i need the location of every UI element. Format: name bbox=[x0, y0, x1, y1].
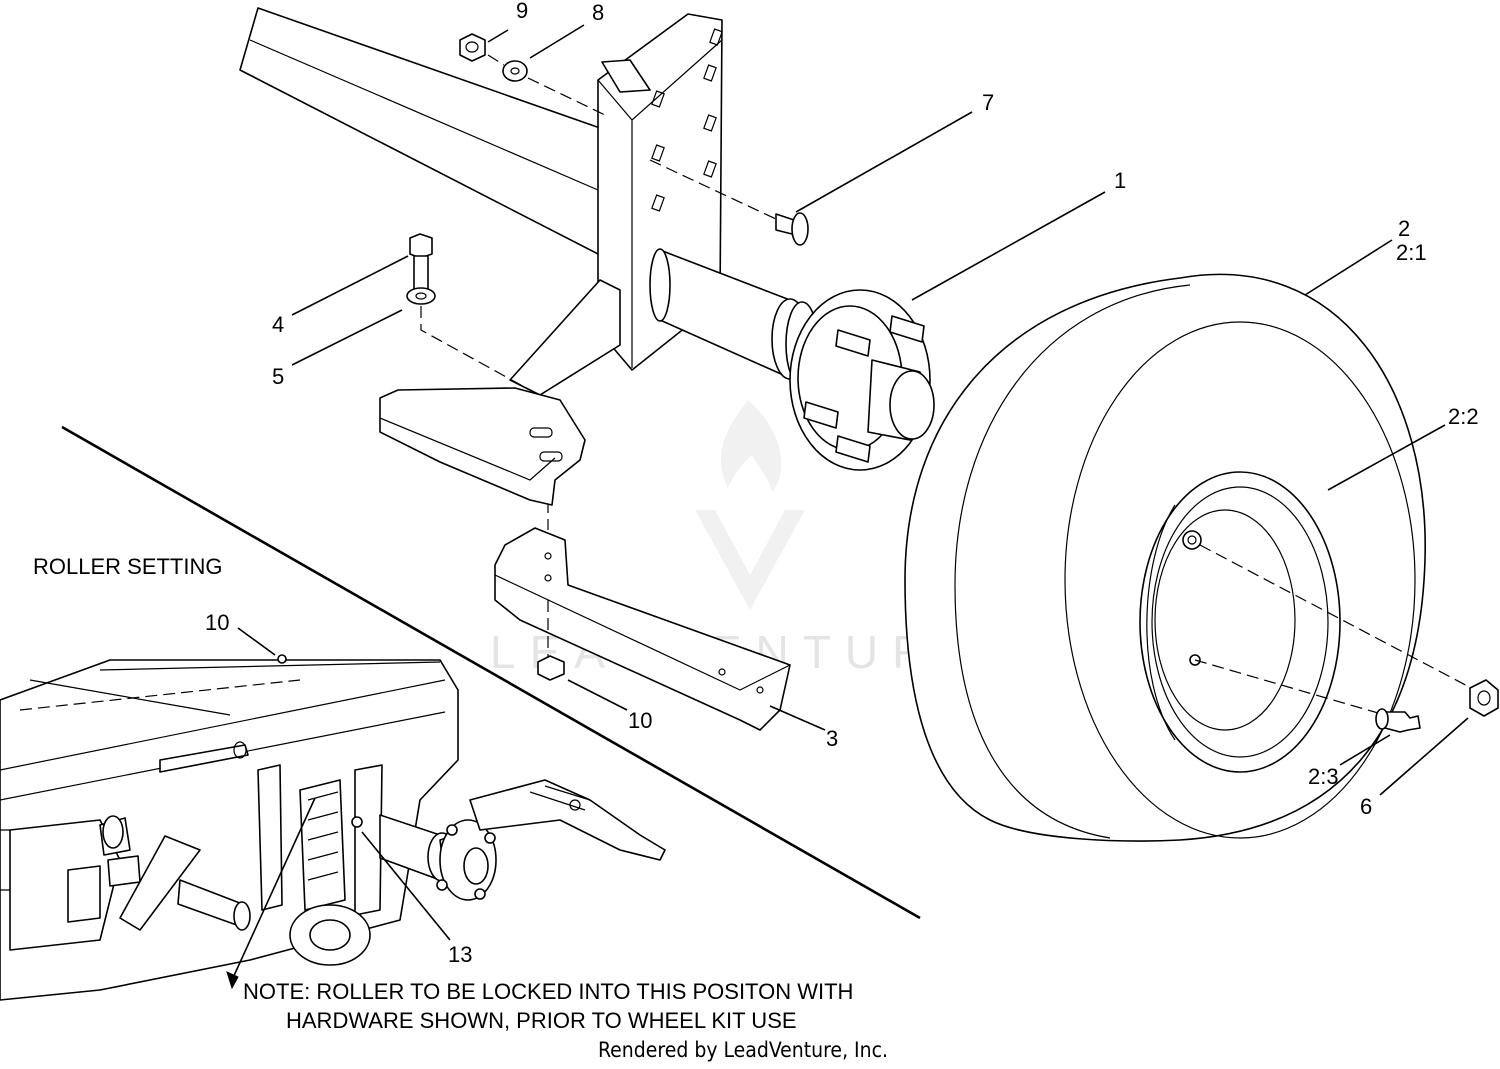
render-credit: Rendered by LeadVenture, Inc. bbox=[598, 1038, 888, 1062]
valve-stem bbox=[1375, 708, 1421, 733]
mount-bracket-upper bbox=[379, 387, 586, 506]
wheel-tire-assembly bbox=[904, 273, 1426, 842]
wheel-studs bbox=[803, 315, 925, 463]
note-line-1: NOTE: ROLLER TO BE LOCKED INTO THIS POSI… bbox=[243, 979, 853, 1004]
callout-5: 5 bbox=[272, 364, 284, 389]
watermark-logo bbox=[695, 400, 805, 610]
wheel-hub bbox=[789, 289, 935, 471]
callout-9: 9 bbox=[516, 0, 528, 23]
note-line-2: HARDWARE SHOWN, PRIOR TO WHEEL KIT USE bbox=[286, 1008, 797, 1033]
clevis-pin bbox=[649, 159, 809, 246]
roller-setting-inset bbox=[0, 654, 666, 1001]
callout-13: 13 bbox=[448, 942, 472, 967]
lug-nut-6 bbox=[1469, 679, 1499, 717]
axle-frame-tube bbox=[239, 7, 601, 256]
wheel-rim bbox=[1139, 471, 1341, 773]
inset-title: ROLLER SETTING bbox=[33, 554, 222, 579]
nut-9 bbox=[459, 33, 486, 62]
washer-8 bbox=[502, 60, 528, 82]
callout-2-1: 2:1 bbox=[1396, 240, 1427, 265]
callout-8: 8 bbox=[592, 0, 604, 25]
callout-1: 1 bbox=[1114, 168, 1126, 193]
leader-lines bbox=[226, 24, 1469, 990]
callout-3: 3 bbox=[826, 726, 838, 751]
callout-2-2: 2:2 bbox=[1448, 404, 1479, 429]
callout-4: 4 bbox=[272, 312, 284, 337]
callout-labels: 9 8 7 1 2 2:1 4 5 2:2 10 3 2:3 6 10 13 bbox=[205, 0, 1479, 967]
callout-10-main: 10 bbox=[628, 708, 652, 733]
callout-2-3: 2:3 bbox=[1308, 764, 1339, 789]
inset-divider bbox=[61, 425, 921, 920]
callout-10-inset: 10 bbox=[205, 610, 229, 635]
callout-2: 2 bbox=[1398, 216, 1410, 241]
bolt-4 bbox=[409, 233, 433, 293]
callout-6: 6 bbox=[1360, 794, 1372, 819]
mount-bracket-lower bbox=[494, 527, 791, 731]
callout-7: 7 bbox=[982, 90, 994, 115]
washer-5 bbox=[406, 287, 436, 305]
flange-nut-10 bbox=[537, 655, 565, 681]
